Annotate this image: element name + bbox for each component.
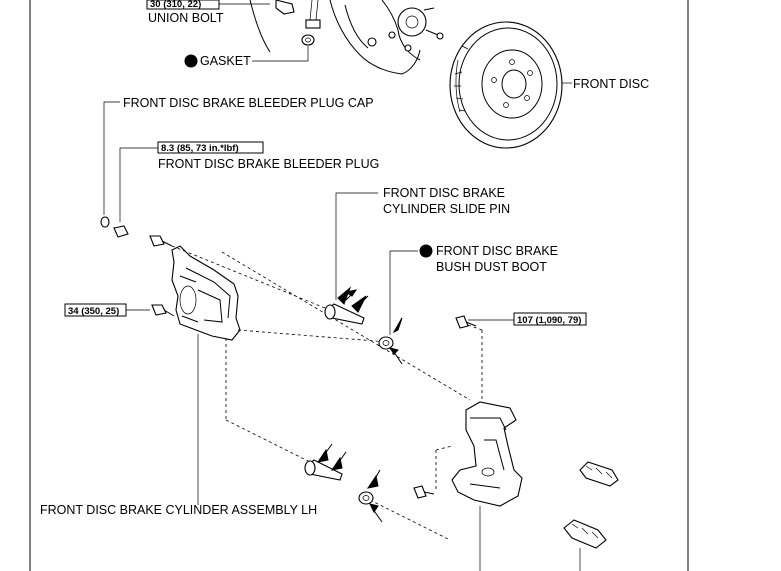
slide-pin-label-line1: FRONT DISC BRAKE xyxy=(383,186,505,200)
slide-pin-group: FRONT DISC BRAKE CYLINDER SLIDE PIN xyxy=(324,186,510,325)
cylinder-bolt-torque-label: 34 (350, 25) xyxy=(68,306,119,317)
gasket-part xyxy=(301,34,315,46)
front-disc-part xyxy=(449,21,563,149)
grease-arrow-icon xyxy=(351,295,367,313)
bleeder-plug-cap-label: FRONT DISC BRAKE BLEEDER PLUG CAP xyxy=(123,96,374,110)
grease-arrow-icon xyxy=(388,347,399,355)
mounting-bracket-part xyxy=(451,401,523,507)
gasket-group: GASKET xyxy=(184,46,309,68)
dust-boot-label-line2: BUSH DUST BOOT xyxy=(436,260,547,274)
pad-clip-upper xyxy=(579,461,619,487)
alignment-lines xyxy=(171,245,483,541)
dust-boot-part-upper xyxy=(378,336,394,350)
slide-pin-label-line2: CYLINDER SLIDE PIN xyxy=(383,202,510,216)
bleeder-plug-part xyxy=(113,225,129,238)
dust-boot-part-lower xyxy=(358,491,374,505)
steering-knuckle xyxy=(249,0,444,75)
grease-arrow-icon xyxy=(330,456,343,471)
cylinder-assembly-label: FRONT DISC BRAKE CYLINDER ASSEMBLY LH xyxy=(40,503,317,517)
bleeder-plug-group: 8.3 (85, 73 in.*lbf) FRONT DISC BRAKE BL… xyxy=(113,141,379,238)
bleeder-plug-torque-label: 8.3 (85, 73 in.*lbf) xyxy=(161,143,239,154)
non-reusable-icon xyxy=(184,54,198,68)
bleeder-plug-cap-part xyxy=(100,216,110,228)
bleeder-plug-torque-box xyxy=(157,141,264,154)
grease-arrow-icon xyxy=(366,474,379,489)
lower-dust-boot-group xyxy=(358,469,383,523)
bleeder-plug-cap-group: FRONT DISC BRAKE BLEEDER PLUG CAP xyxy=(100,96,374,228)
union-bolt-torque-box xyxy=(146,0,220,10)
cylinder-bolts xyxy=(149,235,175,317)
dust-boot-group: FRONT DISC BRAKE BUSH DUST BOOT xyxy=(378,244,558,365)
dust-boot-label-line1: FRONT DISC BRAKE xyxy=(436,244,558,258)
lower-slide-pin-group xyxy=(304,443,347,481)
mounting-bolt-group: 107 (1,090, 79) xyxy=(455,312,587,329)
mounting-bolt-torque-box xyxy=(513,312,587,326)
union-bolt-label: UNION BOLT xyxy=(148,11,224,25)
non-reusable-icon xyxy=(419,244,433,258)
union-bolt-group: 30 (310, 22) UNION BOLT xyxy=(146,0,321,46)
union-bolt-torque-label: 30 (310, 22) xyxy=(150,0,201,10)
bleeder-plug-label: FRONT DISC BRAKE BLEEDER PLUG xyxy=(158,157,379,171)
front-disc-label: FRONT DISC xyxy=(573,77,649,91)
mounting-bolt-torque-label: 107 (1,090, 79) xyxy=(517,315,581,326)
grease-arrow-icon xyxy=(316,448,329,463)
grease-arrow-icon xyxy=(337,286,358,305)
pad-clip-lower xyxy=(563,519,607,549)
lower-bracket-bolt xyxy=(413,485,435,499)
gasket-label: GASKET xyxy=(200,54,251,68)
grease-arrow-icon xyxy=(369,503,379,513)
